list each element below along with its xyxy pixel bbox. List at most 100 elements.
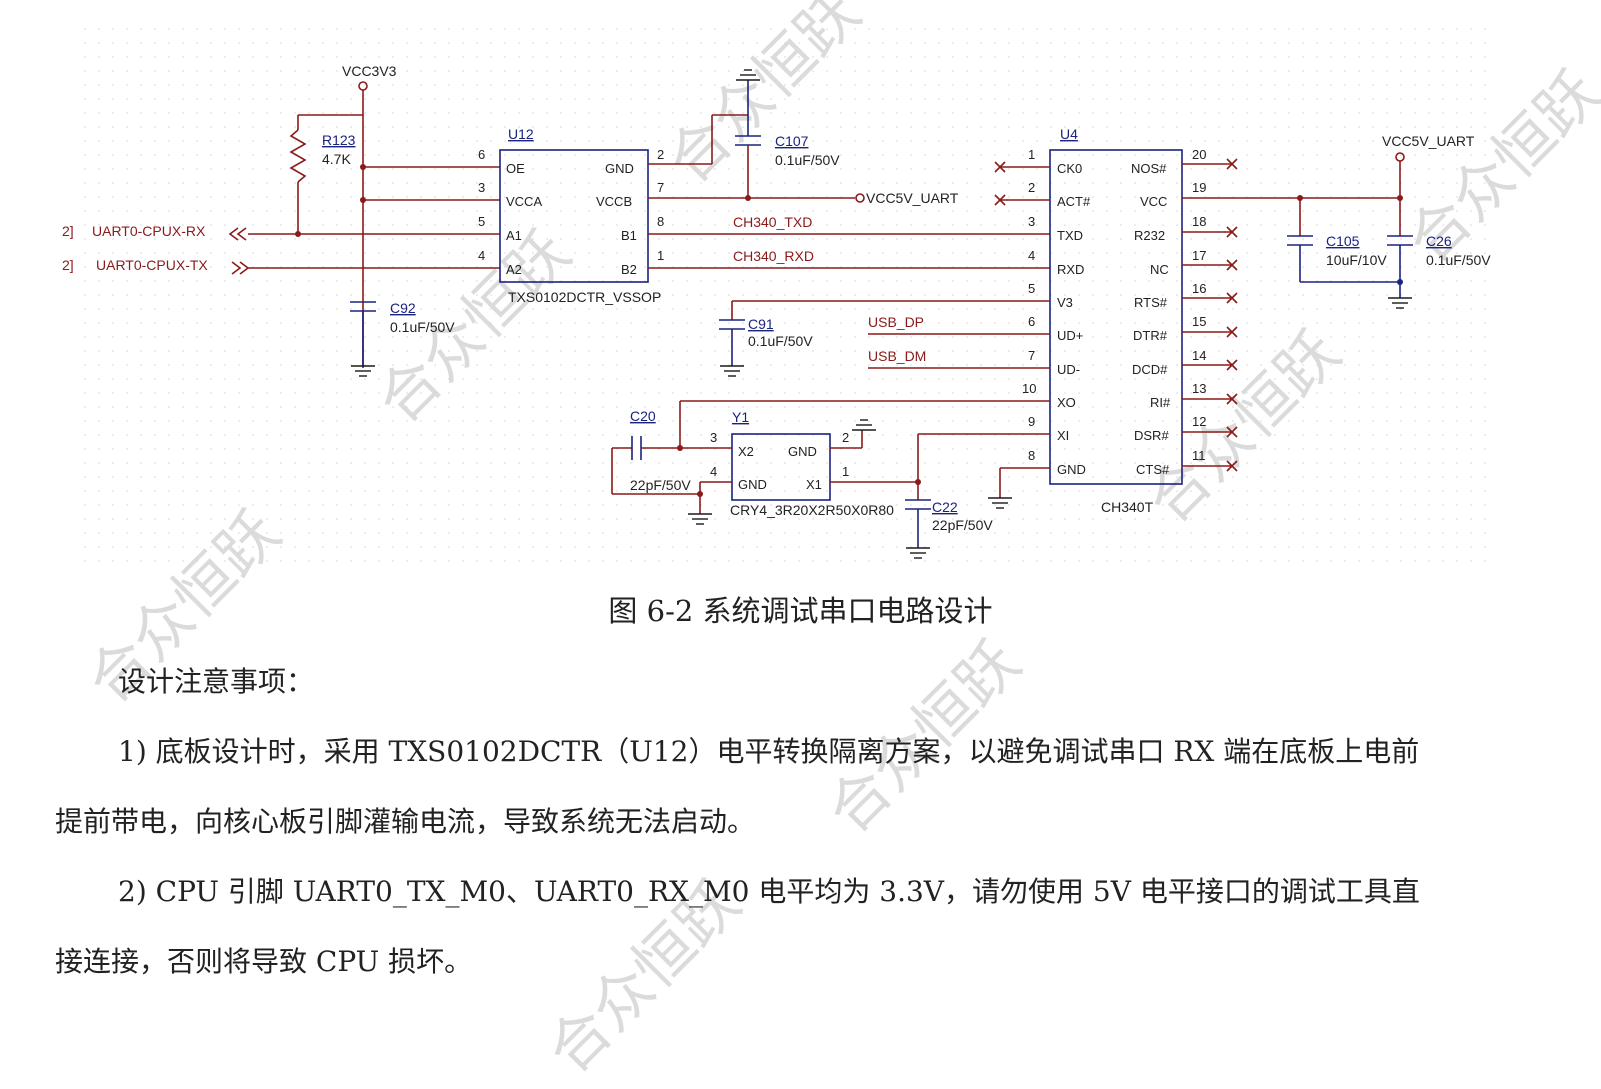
svg-text:USB_DM: USB_DM: [868, 348, 926, 364]
u4-ch340t: U4 CH340T 1 CK0 2 ACT# 3 TXD 4 RXD 5 V3 …: [1022, 126, 1206, 515]
svg-text:RTS#: RTS#: [1134, 295, 1168, 310]
svg-text:5: 5: [478, 214, 485, 229]
u12-level-shifter: U12 6 OE 3 VCCA 5 A1 4 A2 2 GND 7 VCCB 8…: [478, 126, 664, 305]
svg-text:8: 8: [657, 214, 664, 229]
svg-text:RXD: RXD: [1057, 262, 1084, 277]
vcc5v-uart-power-symbol: VCC5V_UART: [1382, 133, 1475, 198]
c92-capacitor: C92 0.1uF/50V: [350, 300, 455, 377]
svg-text:C91: C91: [748, 316, 774, 332]
svg-text:VCC: VCC: [1140, 194, 1167, 209]
svg-text:A2: A2: [506, 262, 522, 277]
svg-text:CRY4_3R20X2R50X0R80: CRY4_3R20X2R50X0R80: [730, 502, 894, 518]
svg-text:UART0-CPUX-TX: UART0-CPUX-TX: [96, 257, 208, 273]
svg-text:Y1: Y1: [732, 409, 749, 425]
svg-text:R123: R123: [322, 132, 356, 148]
y1-crystal: Y1 3 X2 2 GND 4 GND 1 X1 CRY4_3R20X2R50X…: [710, 409, 894, 518]
note-item-1-line-1: 1) 底板设计时，采用 TXS0102DCTR（U12）电平转换隔离方案，以避免…: [118, 735, 1420, 768]
svg-text:OE: OE: [506, 161, 525, 176]
svg-text:22pF/50V: 22pF/50V: [932, 517, 993, 533]
svg-text:CH340T: CH340T: [1101, 499, 1154, 515]
schematic-diagram: VCC3V3 R123 4.7K C92 0.1uF/50V 2] UART0-…: [62, 22, 1495, 572]
svg-text:UD-: UD-: [1057, 362, 1080, 377]
svg-text:3: 3: [710, 430, 717, 445]
svg-text:GND: GND: [738, 477, 767, 492]
svg-text:6: 6: [478, 147, 485, 162]
svg-text:ACT#: ACT#: [1057, 194, 1091, 209]
svg-text:22pF/50V: 22pF/50V: [630, 477, 691, 493]
svg-text:CTS#: CTS#: [1136, 462, 1170, 477]
svg-text:4: 4: [1028, 248, 1035, 263]
svg-text:2]: 2]: [62, 257, 74, 273]
c22-capacitor: C22 22pF/50V: [905, 499, 993, 559]
svg-text:DSR#: DSR#: [1134, 428, 1169, 443]
svg-text:C105: C105: [1326, 233, 1360, 249]
svg-text:GND: GND: [605, 161, 634, 176]
svg-text:X2: X2: [738, 444, 754, 459]
notes-heading: 设计注意事项：: [118, 665, 315, 698]
svg-text:14: 14: [1192, 348, 1206, 363]
svg-text:A1: A1: [506, 228, 522, 243]
r123-resistor: R123 4.7K: [289, 114, 363, 234]
svg-text:VCC5V_UART: VCC5V_UART: [866, 190, 959, 206]
svg-text:B1: B1: [621, 228, 637, 243]
svg-text:1: 1: [842, 464, 849, 479]
svg-text:NOS#: NOS#: [1131, 161, 1167, 176]
svg-text:TXD: TXD: [1057, 228, 1083, 243]
svg-text:3: 3: [478, 180, 485, 195]
u4-no-connect-pins: [1182, 158, 1238, 472]
svg-text:R232: R232: [1134, 228, 1165, 243]
svg-text:16: 16: [1192, 281, 1206, 296]
svg-text:RI#: RI#: [1150, 395, 1171, 410]
svg-text:C92: C92: [390, 300, 416, 316]
svg-text:7: 7: [1028, 348, 1035, 363]
svg-text:U4: U4: [1060, 126, 1078, 142]
svg-text:12: 12: [1192, 414, 1206, 429]
svg-text:CH340_TXD: CH340_TXD: [733, 214, 812, 230]
note-item-1-line-2: 提前带电，向核心板引脚灌输电流，导致系统无法启动。: [55, 805, 756, 838]
svg-text:4: 4: [478, 248, 485, 263]
svg-text:1: 1: [657, 248, 664, 263]
svg-text:2: 2: [842, 430, 849, 445]
svg-text:4.7K: 4.7K: [322, 151, 351, 167]
svg-text:3: 3: [1028, 214, 1035, 229]
c91-capacitor: C91 0.1uF/50V: [719, 301, 813, 377]
svg-text:XO: XO: [1057, 395, 1076, 410]
svg-text:C26: C26: [1426, 233, 1452, 249]
svg-text:17: 17: [1192, 248, 1206, 263]
svg-text:UD+: UD+: [1057, 328, 1083, 343]
svg-text:6: 6: [1028, 314, 1035, 329]
svg-text:TXS0102DCTR_VSSOP: TXS0102DCTR_VSSOP: [508, 289, 661, 305]
svg-text:NC: NC: [1150, 262, 1169, 277]
svg-text:VCCA: VCCA: [506, 194, 542, 209]
figure-caption: 图 6-2 系统调试串口电路设计: [608, 594, 993, 628]
note-item-2-line-1: 2) CPU 引脚 UART0_TX_M0、UART0_RX_M0 电平均为 3…: [118, 875, 1420, 908]
svg-text:CH340_RXD: CH340_RXD: [733, 248, 814, 264]
c20-capacitor: C20 22pF/50V: [612, 408, 691, 493]
svg-text:C20: C20: [630, 408, 656, 424]
svg-text:1: 1: [1028, 147, 1035, 162]
svg-text:X1: X1: [806, 477, 822, 492]
svg-text:10uF/10V: 10uF/10V: [1326, 252, 1387, 268]
note-item-2-line-2: 接连接，否则将导致 CPU 损坏。: [55, 945, 473, 978]
svg-text:VCC3V3: VCC3V3: [342, 63, 397, 79]
svg-text:C107: C107: [775, 133, 809, 149]
svg-text:0.1uF/50V: 0.1uF/50V: [775, 152, 840, 168]
svg-text:USB_DP: USB_DP: [868, 314, 924, 330]
svg-text:7: 7: [657, 180, 664, 195]
svg-text:4: 4: [710, 464, 717, 479]
svg-text:CK0: CK0: [1057, 161, 1082, 176]
svg-text:19: 19: [1192, 180, 1206, 195]
svg-text:18: 18: [1192, 214, 1206, 229]
svg-text:10: 10: [1022, 381, 1036, 396]
schematic-grid: [75, 22, 1495, 572]
svg-text:5: 5: [1028, 281, 1035, 296]
svg-text:0.1uF/50V: 0.1uF/50V: [1426, 252, 1491, 268]
c107-capacitor: C107 0.1uF/50V: [735, 69, 840, 198]
uart-rx-net-label: 2] UART0-CPUX-RX: [62, 223, 247, 241]
svg-text:GND: GND: [788, 444, 817, 459]
svg-text:UART0-CPUX-RX: UART0-CPUX-RX: [92, 223, 206, 239]
svg-text:C22: C22: [932, 499, 958, 515]
svg-text:2: 2: [657, 147, 664, 162]
svg-text:VCCB: VCCB: [596, 194, 632, 209]
svg-text:0.1uF/50V: 0.1uF/50V: [390, 319, 455, 335]
